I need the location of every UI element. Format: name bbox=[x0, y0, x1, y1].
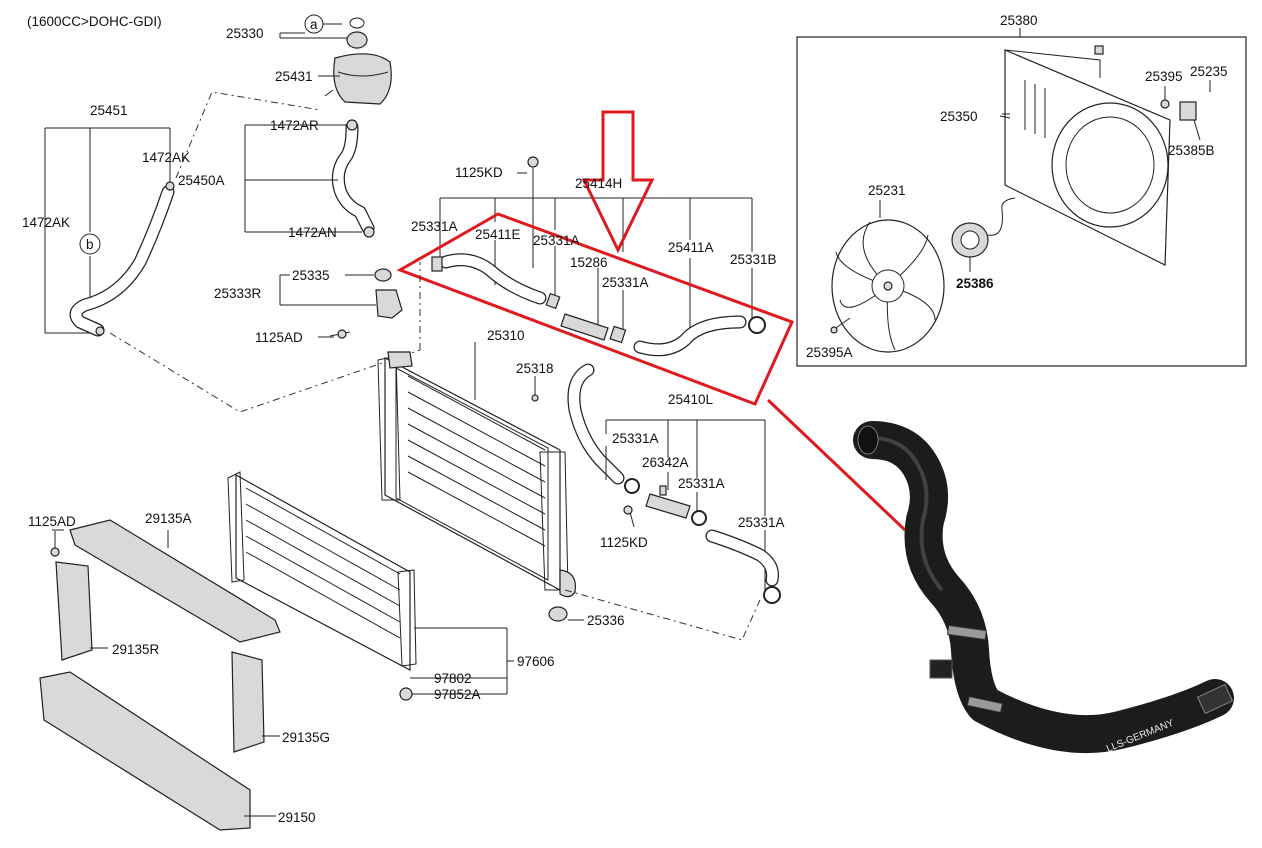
label-25333R: 25333R bbox=[214, 286, 262, 301]
label-25331B: 25331B bbox=[730, 252, 777, 267]
label-25318: 25318 bbox=[516, 361, 554, 376]
condenser bbox=[227, 471, 514, 701]
bracket-group bbox=[279, 268, 403, 339]
label-25395: 25395 bbox=[1145, 69, 1183, 84]
label-25336: 25336 bbox=[587, 613, 625, 628]
label-25330: 25330 bbox=[226, 26, 264, 41]
reservoir-tank bbox=[333, 53, 392, 105]
label-1472AK-top: 1472AK bbox=[142, 150, 190, 165]
label-1125KD-bottom: 1125KD bbox=[600, 535, 648, 550]
label-25235: 25235 bbox=[1190, 64, 1228, 79]
o-ring bbox=[349, 17, 365, 29]
hose-photo: LLS-GERMANY bbox=[853, 421, 1234, 755]
reservoir-cap bbox=[346, 31, 368, 49]
reservoir-group: a bbox=[244, 14, 392, 238]
label-25331A-5: 25331A bbox=[678, 476, 725, 491]
hose-25451-group: b bbox=[44, 91, 421, 413]
label-25310: 25310 bbox=[487, 328, 525, 343]
callout-a-circle bbox=[304, 14, 324, 34]
fan-box bbox=[796, 28, 1247, 367]
label-25395A: 25395A bbox=[806, 345, 853, 360]
label-97802: 97802 bbox=[434, 671, 472, 686]
label-25386: 25386 bbox=[956, 276, 994, 291]
label-25331A-2: 25331A bbox=[533, 233, 580, 248]
label-1125KD-top: 1125KD bbox=[455, 165, 503, 180]
callout-a-letter: a bbox=[310, 17, 318, 32]
label-1125AD-left: 1125AD bbox=[28, 514, 76, 529]
label-25410L: 25410L bbox=[668, 392, 714, 407]
label-25450A: 25450A bbox=[178, 173, 225, 188]
label-29150: 29150 bbox=[278, 810, 316, 825]
engine-note: (1600CC>DOHC-GDI) bbox=[27, 14, 162, 29]
label-25411E: 25411E bbox=[475, 227, 521, 242]
part-labels: 25330 25431 25451 1472AR 1472AK 25450A 1… bbox=[22, 13, 1228, 825]
highlight-arrow bbox=[581, 110, 655, 254]
label-25331A-1: 25331A bbox=[411, 219, 458, 234]
label-25331A-4: 25331A bbox=[612, 431, 659, 446]
label-29135G: 29135G bbox=[282, 730, 330, 745]
label-25385B: 25385B bbox=[1168, 143, 1215, 158]
label-25331A-6: 25331A bbox=[738, 515, 785, 530]
carrier-parts bbox=[39, 519, 281, 831]
label-25380: 25380 bbox=[1000, 13, 1038, 28]
label-25231: 25231 bbox=[868, 183, 906, 198]
label-25411A: 25411A bbox=[668, 240, 714, 255]
radiator bbox=[377, 262, 761, 641]
label-26342A: 26342A bbox=[642, 455, 689, 470]
highlight-leader bbox=[766, 398, 907, 532]
label-1472AK-left: 1472AK bbox=[22, 215, 70, 230]
label-1125AD-mid: 1125AD bbox=[255, 330, 303, 345]
lower-hose-group bbox=[567, 363, 781, 604]
label-25414H: 25414H bbox=[575, 176, 622, 191]
highlight-outline bbox=[396, 212, 795, 406]
label-15286: 15286 bbox=[570, 255, 608, 270]
label-25431: 25431 bbox=[275, 69, 313, 84]
label-97606: 97606 bbox=[517, 654, 555, 669]
label-29135A: 29135A bbox=[145, 511, 192, 526]
label-25451: 25451 bbox=[90, 103, 128, 118]
callout-b-letter: b bbox=[86, 237, 94, 252]
label-1472AR: 1472AR bbox=[270, 118, 319, 133]
label-25331A-3: 25331A bbox=[602, 275, 649, 290]
label-97852A: 97852A bbox=[434, 687, 481, 702]
label-29135R: 29135R bbox=[112, 642, 160, 657]
upper-hose-group bbox=[431, 156, 766, 357]
label-25350: 25350 bbox=[940, 109, 978, 124]
label-1472AN: 1472AN bbox=[288, 225, 337, 240]
label-25335: 25335 bbox=[292, 268, 330, 283]
